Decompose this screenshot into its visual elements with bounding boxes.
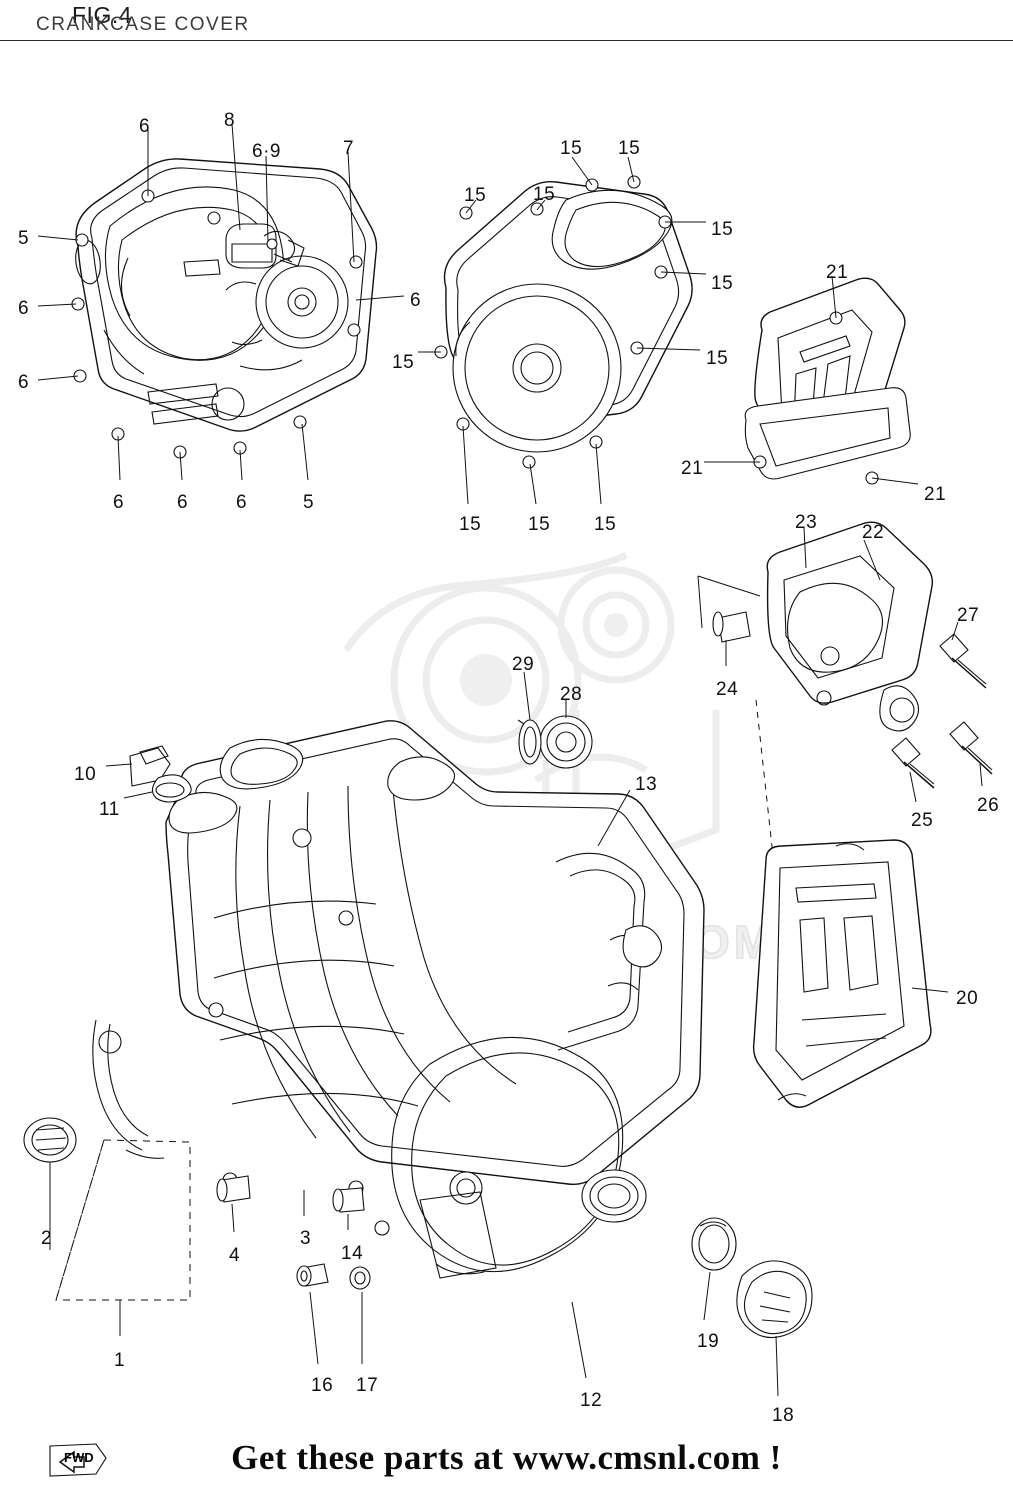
callout-number: 6: [18, 372, 30, 393]
promo-footer: Get these parts at www.cmsnl.com !: [231, 1438, 782, 1477]
callout-number: 15: [528, 514, 551, 535]
callout-number: 15: [533, 184, 556, 205]
callout-number: 6: [18, 298, 30, 319]
callout-number: 6: [139, 116, 151, 137]
callout-number: 15: [618, 138, 641, 159]
callout-number: 17: [356, 1375, 379, 1396]
callout-number: 28: [560, 684, 583, 705]
callout-number: 29: [512, 654, 535, 675]
callout-number: 21: [924, 484, 947, 505]
fwd-marker-label: FWD: [64, 1450, 94, 1465]
callout-number: 6: [410, 290, 422, 311]
page-title: CRANKCASE COVER: [36, 14, 250, 35]
callout-number: 13: [635, 774, 658, 795]
callout-number: 20: [956, 988, 979, 1009]
callout-number: 26: [977, 795, 1000, 816]
callout-number: 12: [580, 1390, 603, 1411]
callout-number: 6: [177, 492, 189, 513]
callout-number: 3: [300, 1228, 312, 1249]
callout-number: 15: [711, 273, 734, 294]
callout-number: 7: [343, 138, 355, 159]
callout-number: 6·9: [252, 141, 281, 162]
callout-number: 4: [229, 1245, 241, 1266]
callout-number: 15: [711, 219, 734, 240]
callout-number: 5: [303, 492, 315, 513]
callout-number: 23: [795, 512, 818, 533]
callout-number: 25: [911, 810, 934, 831]
callout-number: 15: [459, 514, 482, 535]
callout-number: 1: [114, 1350, 126, 1371]
callout-number: 6: [113, 492, 125, 513]
callout-number: 15: [464, 185, 487, 206]
callout-number: 14: [341, 1243, 364, 1264]
callout-number: 2: [41, 1228, 53, 1249]
header-divider: [0, 40, 1013, 41]
callout-number: 22: [862, 522, 885, 543]
callout-number: 6: [236, 492, 248, 513]
callout-number: 24: [716, 679, 739, 700]
callout-number: 8: [224, 110, 236, 131]
callout-number: 15: [560, 138, 583, 159]
callout-number: 5: [18, 228, 30, 249]
callout-number: 10: [74, 764, 97, 785]
callout-number: 15: [392, 352, 415, 373]
callout-number: 15: [594, 514, 617, 535]
callout-number: 21: [826, 262, 849, 283]
figure-label: FIG.4: [72, 2, 133, 28]
callout-number: 15: [706, 348, 729, 369]
callout-number: 21: [681, 458, 704, 479]
callout-number: 27: [957, 605, 980, 626]
callout-number: 19: [697, 1331, 720, 1352]
callout-number: 11: [99, 799, 120, 820]
callout-number: 16: [311, 1375, 334, 1396]
callout-number: 18: [772, 1405, 795, 1426]
